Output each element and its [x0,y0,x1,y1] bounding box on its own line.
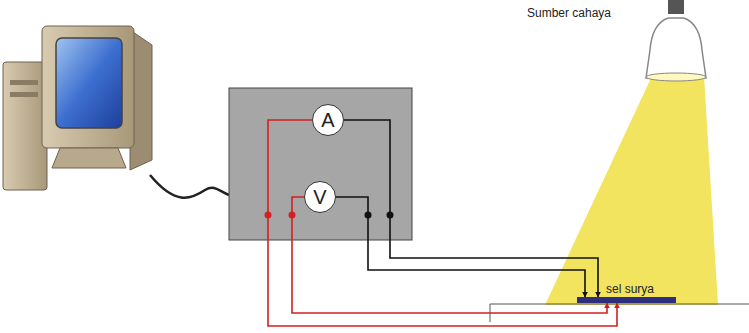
node-text: V [313,187,326,207]
terminal-dot [289,212,296,219]
drive-slot [10,92,38,97]
ammeter-symbol: A [312,104,344,136]
wire [268,120,617,326]
table-line [490,304,749,305]
monitor-screen [56,38,122,128]
drive-slot [10,80,38,85]
solar-cell: sel surya [577,297,676,303]
wire [292,197,607,313]
node-text: A [321,110,334,130]
terminal-dot [365,212,372,219]
monitor-body [42,26,134,148]
interface-box [229,88,412,240]
light-source-label: Sumber cahaya [527,6,611,20]
lamp-socket [668,0,684,14]
lamp-shade [646,18,706,78]
monitor-stand [52,148,126,168]
lamp-rim [646,73,706,81]
terminal-dot [265,212,272,219]
wire [336,197,585,297]
node-text: sel surya [606,282,654,296]
voltmeter-symbol: V [304,181,336,213]
data-cable [150,175,229,198]
terminal-dot [387,212,394,219]
computer-tower [3,62,47,190]
